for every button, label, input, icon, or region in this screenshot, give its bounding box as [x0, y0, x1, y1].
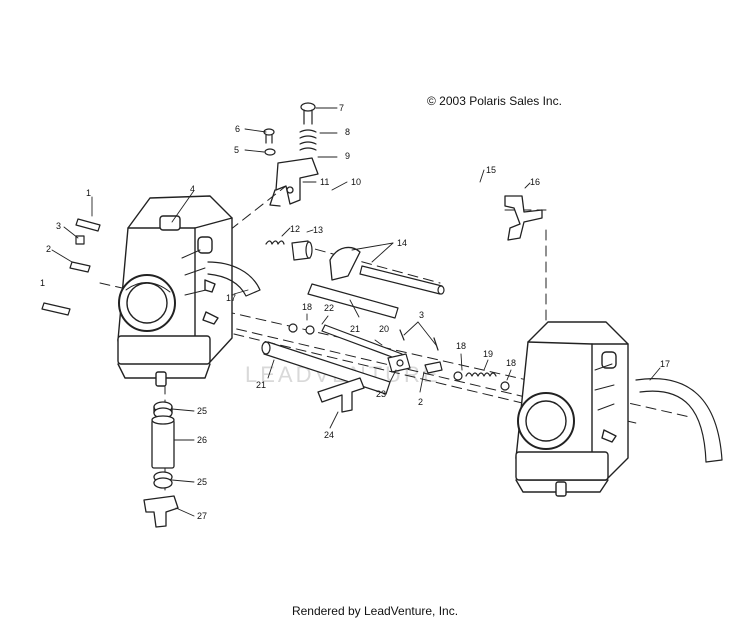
callout-22: 22: [324, 303, 334, 313]
callout-5: 5: [234, 145, 239, 155]
callout-14: 14: [397, 238, 407, 248]
callout-17a: 17: [226, 293, 236, 303]
fuel-hose-left: [207, 261, 261, 297]
tee-fitting: [317, 377, 365, 413]
right-carburetor: [515, 321, 629, 497]
callout-9: 9: [345, 151, 350, 161]
callout-12: 12: [290, 224, 300, 234]
callout-21b: 21: [256, 380, 266, 390]
callout-6: 6: [235, 124, 240, 134]
cam-lever: [329, 246, 361, 281]
callout-4: 4: [190, 184, 195, 194]
callout-leaders: [51, 107, 661, 517]
screws-left: [41, 218, 101, 316]
copyright-notice: © 2003 Polaris Sales Inc.: [427, 94, 562, 108]
callout-20: 20: [379, 324, 389, 334]
fuel-hose-right: [635, 378, 723, 461]
callout-19: 19: [483, 349, 493, 359]
callout-10: 10: [351, 177, 361, 187]
callout-25a: 25: [197, 406, 207, 416]
throttle-parts: [288, 323, 510, 391]
callout-18b: 18: [456, 341, 466, 351]
callout-13: 13: [313, 225, 323, 235]
callout-7: 7: [339, 103, 344, 113]
callout-23: 23: [376, 389, 386, 399]
callout-11: 11: [320, 177, 329, 187]
callout-8: 8: [345, 127, 350, 137]
collar-and-spring: [265, 240, 313, 261]
callout-2b: 2: [418, 397, 423, 407]
callout-1b: 1: [40, 278, 45, 288]
footer-credit: Rendered by LeadVenture, Inc.: [291, 604, 459, 618]
callout-25b: 25: [197, 477, 207, 487]
callout-17b: 17: [660, 359, 670, 369]
drain-assembly: [143, 401, 179, 528]
spring-and-screw: [263, 102, 317, 156]
callout-3b: 3: [419, 310, 424, 320]
callout-1a: 1: [86, 188, 91, 198]
left-carburetor: [117, 195, 233, 387]
callout-labels: 1 1 2 2 3 3 4 5 6 7 8 9 10 11 12 13 14 1…: [40, 103, 670, 521]
callout-24: 24: [324, 430, 334, 440]
callout-15: 15: [486, 165, 496, 175]
callout-3a: 3: [56, 221, 61, 231]
right-bracket: [504, 195, 543, 241]
callout-26: 26: [197, 435, 207, 445]
callout-16: 16: [530, 177, 540, 187]
top-bracket: [269, 157, 319, 207]
callout-21a: 21: [350, 324, 360, 334]
callout-18a: 18: [302, 302, 312, 312]
callout-2a: 2: [46, 244, 51, 254]
callout-18c: 18: [506, 358, 516, 368]
callout-27: 27: [197, 511, 207, 521]
